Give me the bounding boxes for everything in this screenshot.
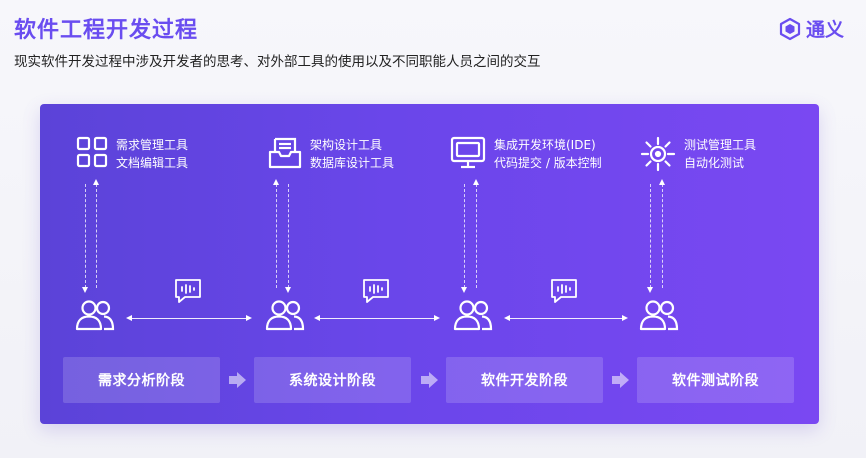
grid-apps-icon	[76, 136, 108, 168]
stage-software-testing: 软件测试阶段	[637, 357, 794, 403]
team-icon	[265, 300, 305, 331]
stage-requirements-analysis: 需求分析阶段	[63, 357, 220, 403]
arrow-person-to-tool	[93, 179, 99, 288]
process-diagram-panel: 需求管理工具 文档编辑工具 架构设计工具 数据库设计工具 集成开发环境(IDE)…	[40, 104, 819, 424]
tool-labels: 测试管理工具 自动化测试	[684, 136, 756, 172]
arrow-communication	[126, 315, 252, 321]
chevron-right-icon	[229, 372, 246, 388]
arrow-person-to-tool	[273, 179, 279, 288]
page-subtitle: 现实软件开发过程中涉及开发者的思考、对外部工具的使用以及不同职能人员之间的交互	[14, 54, 541, 70]
team-icon	[639, 300, 679, 331]
voice-chat-icon	[175, 279, 201, 303]
voice-chat-icon	[363, 279, 389, 303]
arrow-person-to-tool	[659, 179, 665, 288]
page-title: 软件工程开发过程	[14, 18, 199, 43]
arrow-tool-to-person	[647, 184, 653, 293]
monitor-icon	[450, 136, 486, 169]
chevron-right-icon	[421, 372, 438, 388]
chevron-right-icon	[612, 372, 629, 388]
tool-labels: 集成开发环境(IDE) 代码提交 / 版本控制	[494, 136, 602, 172]
tool-label: 自动化测试	[684, 156, 745, 170]
arrow-tool-to-person	[82, 184, 88, 293]
tool-group-testing: 测试管理工具 自动化测试	[640, 136, 756, 172]
arrow-communication	[314, 315, 440, 321]
tool-label: 文档编辑工具	[116, 156, 189, 170]
tool-label: 架构设计工具	[310, 138, 383, 152]
team-icon	[75, 300, 115, 331]
logo-text: 通义	[805, 19, 844, 41]
arrow-communication	[504, 315, 628, 321]
tool-group-requirements: 需求管理工具 文档编辑工具	[76, 136, 188, 172]
tool-label: 数据库设计工具	[310, 156, 395, 170]
tool-label: 需求管理工具	[116, 138, 189, 152]
tool-label: 测试管理工具	[684, 138, 757, 152]
tool-label: 代码提交 / 版本控制	[494, 156, 602, 170]
stage-software-development: 软件开发阶段	[446, 357, 603, 403]
arrow-person-to-tool	[473, 179, 479, 288]
tool-group-development: 集成开发环境(IDE) 代码提交 / 版本控制	[450, 136, 602, 172]
brand-logo: 通义	[778, 15, 844, 42]
stage-system-design: 系统设计阶段	[254, 357, 411, 403]
tool-labels: 需求管理工具 文档编辑工具	[116, 136, 188, 172]
tongyi-logo-icon	[779, 17, 801, 40]
team-icon	[453, 300, 493, 331]
tool-labels: 架构设计工具 数据库设计工具	[310, 136, 394, 172]
tool-group-design: 架构设计工具 数据库设计工具	[268, 136, 394, 172]
gear-bug-icon	[640, 136, 676, 172]
tool-label: 集成开发环境(IDE)	[494, 138, 596, 152]
inbox-tray-icon	[268, 137, 302, 169]
arrow-tool-to-person	[285, 184, 291, 293]
voice-chat-icon	[551, 279, 577, 303]
arrow-tool-to-person	[461, 184, 467, 293]
